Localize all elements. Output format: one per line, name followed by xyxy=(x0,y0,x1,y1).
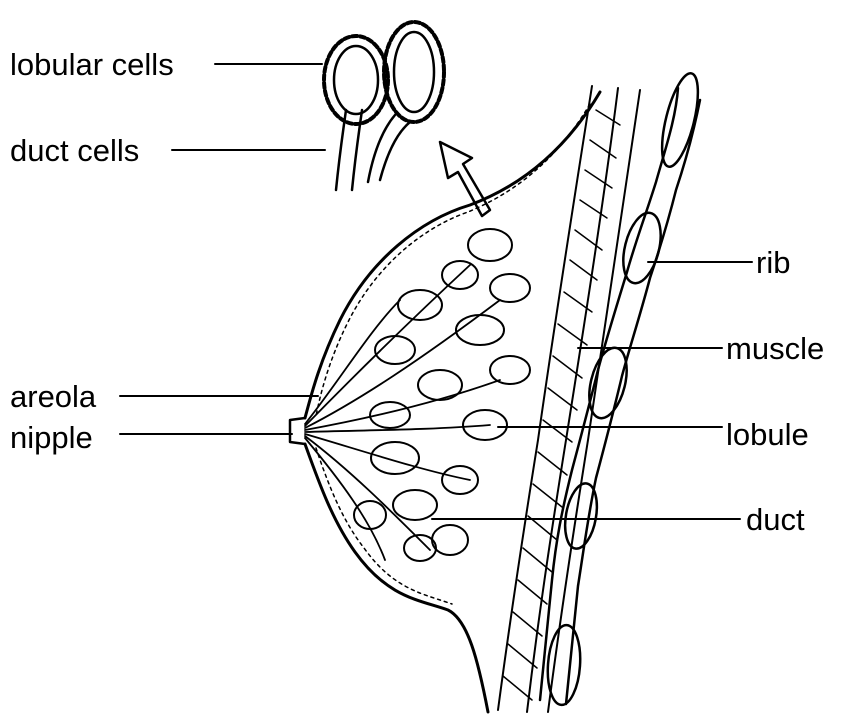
label-areola: areola xyxy=(10,381,96,412)
label-nipple: nipple xyxy=(10,422,93,453)
label-lobular-cells: lobular cells xyxy=(10,49,174,80)
lobules xyxy=(354,229,530,561)
rib-3 xyxy=(583,344,633,422)
label-rib: rib xyxy=(756,247,790,278)
ribs xyxy=(540,70,705,706)
label-muscle: muscle xyxy=(726,333,824,364)
label-lobule: lobule xyxy=(726,419,809,450)
leader-lines xyxy=(120,64,752,519)
label-duct-cells: duct cells xyxy=(10,135,139,166)
nipple-shape xyxy=(290,418,305,444)
rib-1 xyxy=(655,70,705,170)
label-duct: duct xyxy=(746,504,805,535)
lobular-detail xyxy=(324,22,444,190)
